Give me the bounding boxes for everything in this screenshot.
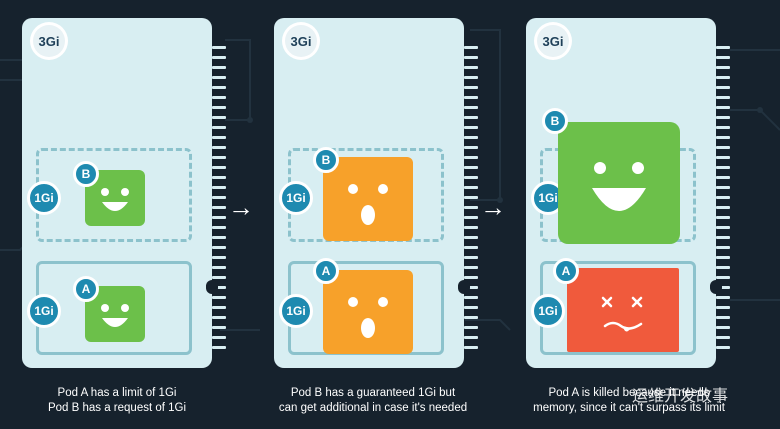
slot-size-badge: 1Gi <box>27 181 61 215</box>
panel-notch <box>710 280 722 294</box>
pod-a-killed-face <box>567 268 679 352</box>
caption-panel-2: Pod B has a guaranteed 1Gi but can get a… <box>258 386 488 416</box>
pod-b-tag: B <box>542 108 568 134</box>
caption-line: Pod A is killed because it needs <box>548 387 710 399</box>
slot-pod-b: 1Gi B <box>27 148 192 242</box>
slot-pod-a: 1Gi A <box>27 261 192 355</box>
pod-a-tag: A <box>313 258 339 284</box>
slot-pod-a: 1Gi A <box>531 258 696 355</box>
pod-a-tag: A <box>73 276 99 302</box>
pod-b-tag: B <box>73 161 99 187</box>
slot-size-badge: 1Gi <box>531 294 565 328</box>
caption-line: Pod A has a limit of 1Gi <box>57 387 177 399</box>
pod-b-tag: B <box>313 147 339 173</box>
memory-panel-3: 3Gi 1Gi B 1Gi A <box>526 18 730 368</box>
slot-size-badge: 1Gi <box>279 294 313 328</box>
memory-total-label: 3Gi <box>33 25 65 57</box>
caption-line: can get additional in case it's needed <box>278 402 468 414</box>
memory-total-badge: 3Gi <box>30 22 68 60</box>
memory-total-label: 3Gi <box>285 25 317 57</box>
caption-panel-1: Pod A has a limit of 1Gi Pod B has a req… <box>2 386 232 416</box>
caption-panel-3: Pod A is killed because it needs memory,… <box>514 386 744 416</box>
memory-pins <box>212 46 226 356</box>
memory-total-label: 3Gi <box>537 25 569 57</box>
pod-a-happy-face <box>85 286 145 342</box>
watermark: 运维开发故事 <box>632 388 729 405</box>
caption-line: memory, since it can't surpass its limit <box>533 402 725 414</box>
slot-size-badge: 1Gi <box>279 181 313 215</box>
memory-pins <box>716 46 730 356</box>
pod-a-tag: A <box>553 258 579 284</box>
slot-pod-b: 1Gi B <box>279 147 444 242</box>
caption-line: Pod B has a guaranteed 1Gi but <box>290 387 456 399</box>
arrow-right-icon: → <box>228 192 254 222</box>
pod-b-big-happy-face <box>558 122 680 244</box>
memory-pins <box>464 46 478 356</box>
arrow-right-icon: → <box>480 192 506 222</box>
slot-pod-a: 1Gi A <box>279 258 444 355</box>
memory-panel-1: 3Gi 1Gi B 1Gi A <box>22 18 226 368</box>
panel-notch <box>206 280 218 294</box>
slot-size-badge: 1Gi <box>27 294 61 328</box>
memory-total-badge: 3Gi <box>534 22 572 60</box>
pod-b-surprised-face <box>323 157 413 241</box>
memory-total-badge: 3Gi <box>282 22 320 60</box>
pod-a-surprised-face <box>323 270 413 354</box>
panel-notch <box>458 280 470 294</box>
memory-panel-2: 3Gi 1Gi B 1Gi A <box>274 18 478 368</box>
caption-line: Pod B has a request of 1Gi <box>47 402 187 414</box>
